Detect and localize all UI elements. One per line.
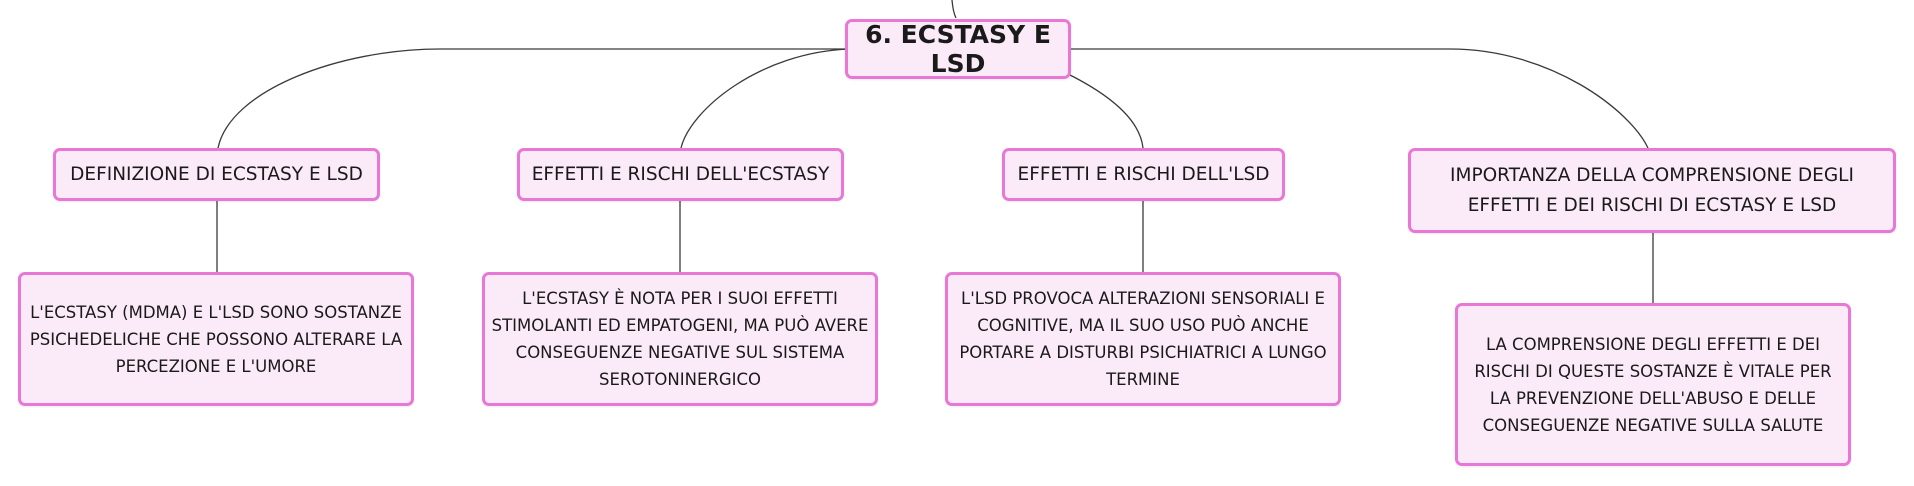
connector-root-to-topic-4 xyxy=(1068,48,1649,149)
topic-node-effetti-lsd[interactable]: EFFETTI E RISCHI DELL'LSD xyxy=(1002,148,1285,201)
detail-node-definizione[interactable]: L'ECSTASY (MDMA) E L'LSD SONO SOSTANZE P… xyxy=(18,272,414,406)
root-node[interactable]: 6. ECSTASY E LSD xyxy=(845,19,1071,79)
detail-node-importanza[interactable]: LA COMPRENSIONE DEGLI EFFETTI E DEI RISC… xyxy=(1455,303,1851,466)
topic-node-effetti-ecstasy[interactable]: EFFETTI E RISCHI DELL'ECSTASY xyxy=(517,148,844,201)
connector-root-to-topic-1 xyxy=(217,48,850,149)
topic-node-importanza[interactable]: IMPORTANZA DELLA COMPRENSIONE DEGLI EFFE… xyxy=(1408,148,1896,233)
detail-node-effetti-ecstasy[interactable]: L'ECSTASY È NOTA PER I SUOI EFFETTI STIM… xyxy=(482,272,878,406)
detail-text: LA COMPRENSIONE DEGLI EFFETTI E DEI RISC… xyxy=(1474,334,1832,435)
topic-title: DEFINIZIONE DI ECSTASY E LSD xyxy=(70,163,363,185)
connector-root-to-topic-2 xyxy=(680,48,851,149)
detail-text: L'LSD PROVOCA ALTERAZIONI SENSORIALI E C… xyxy=(959,289,1327,389)
topic-node-definizione[interactable]: DEFINIZIONE DI ECSTASY E LSD xyxy=(53,148,380,201)
topic-title: EFFETTI E RISCHI DELL'ECSTASY xyxy=(531,163,830,185)
detail-node-effetti-lsd[interactable]: L'LSD PROVOCA ALTERAZIONI SENSORIALI E C… xyxy=(945,272,1341,406)
root-title: 6. ECSTASY E LSD xyxy=(865,20,1051,78)
detail-text: L'ECSTASY (MDMA) E L'LSD SONO SOSTANZE P… xyxy=(29,302,403,376)
topic-title: IMPORTANZA DELLA COMPRENSIONE DEGLI EFFE… xyxy=(1450,164,1854,216)
connector-to-parent xyxy=(951,0,957,19)
connector-root-to-topic-3 xyxy=(1067,73,1144,149)
topic-title: EFFETTI E RISCHI DELL'LSD xyxy=(1017,163,1270,185)
detail-text: L'ECSTASY È NOTA PER I SUOI EFFETTI STIM… xyxy=(491,289,869,389)
